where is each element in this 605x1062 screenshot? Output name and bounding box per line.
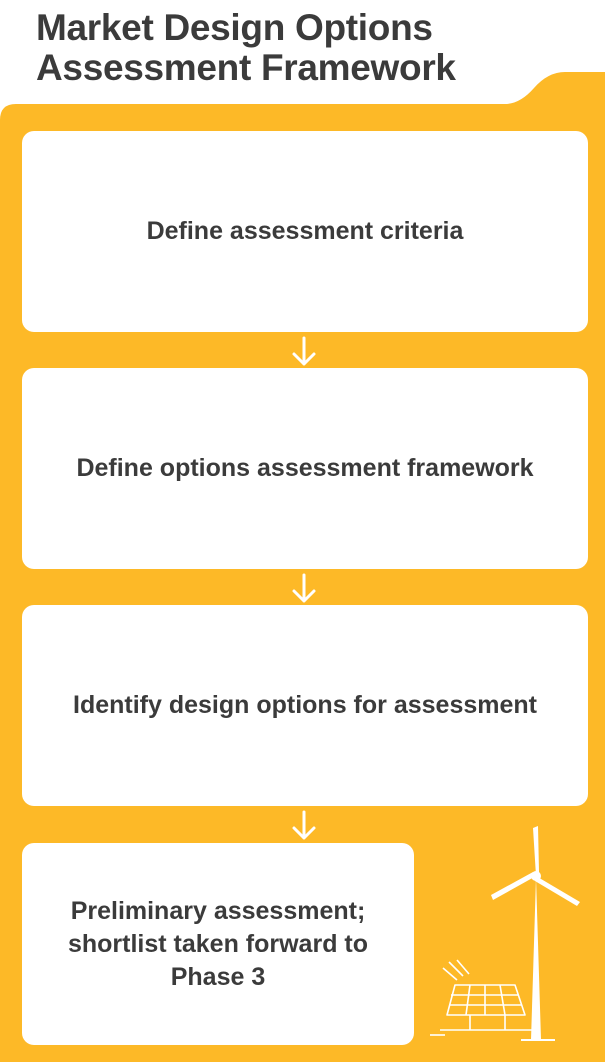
page-title: Market Design Options Assessment Framewo… xyxy=(36,8,516,88)
solar-panel-icon xyxy=(430,959,535,1036)
title-line-2: Assessment Framework xyxy=(36,47,456,88)
down-arrow-icon xyxy=(292,573,316,603)
down-arrow-icon xyxy=(292,810,316,840)
step-label-2: Define options assessment framework xyxy=(76,454,534,482)
step-label-3: Identify design options for assessment xyxy=(73,691,537,719)
step-card-1: Define assessment criteria xyxy=(22,131,588,332)
step-card-2: Define options assessment framework xyxy=(22,368,588,569)
title-line-1: Market Design Options xyxy=(36,7,433,48)
step-label-1: Define assessment criteria xyxy=(146,217,464,245)
step-card-3: Identify design options for assessment xyxy=(22,605,588,806)
step-label-4: Preliminary assessment; shortlist taken … xyxy=(67,896,369,991)
wind-turbine-icon xyxy=(491,826,580,1041)
step-card-4: Preliminary assessment; shortlist taken … xyxy=(22,843,414,1045)
renewable-energy-illustration xyxy=(430,826,580,1041)
down-arrow-icon xyxy=(292,336,316,366)
